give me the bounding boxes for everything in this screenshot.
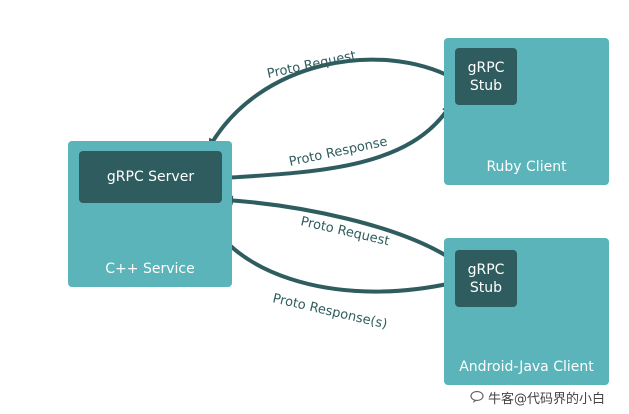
cpp-service-caption: C++ Service	[105, 261, 195, 277]
grpc-server-box: gRPC Server	[79, 151, 222, 203]
ruby-response-label: Proto Response	[288, 134, 389, 170]
chat-bubble-icon	[470, 390, 484, 403]
watermark: 牛客@代码界的小白	[470, 386, 625, 408]
android-client-caption: Android-Java Client	[459, 359, 594, 375]
ruby-stub-line1: gRPC	[467, 59, 505, 76]
android-response-label: Proto Response(s)	[271, 291, 389, 332]
android-stub-line2: Stub	[469, 279, 503, 296]
android-grpc-stub-box: gRPC Stub	[455, 250, 517, 307]
ruby-client-caption: Ruby Client	[486, 159, 567, 175]
ruby-grpc-stub-box: gRPC Stub	[455, 48, 517, 105]
ruby-request-label: Proto Request	[266, 48, 358, 82]
android-request-arrow	[223, 195, 455, 262]
android-stub-line1: gRPC	[467, 261, 505, 278]
watermark-text: 牛客@代码界的小白	[488, 391, 606, 407]
grpc-server-label: gRPC Server	[106, 169, 195, 185]
ruby-request-arrow	[208, 57, 454, 149]
ruby-response-arrow	[222, 103, 452, 180]
ruby-stub-line2: Stub	[469, 77, 503, 94]
